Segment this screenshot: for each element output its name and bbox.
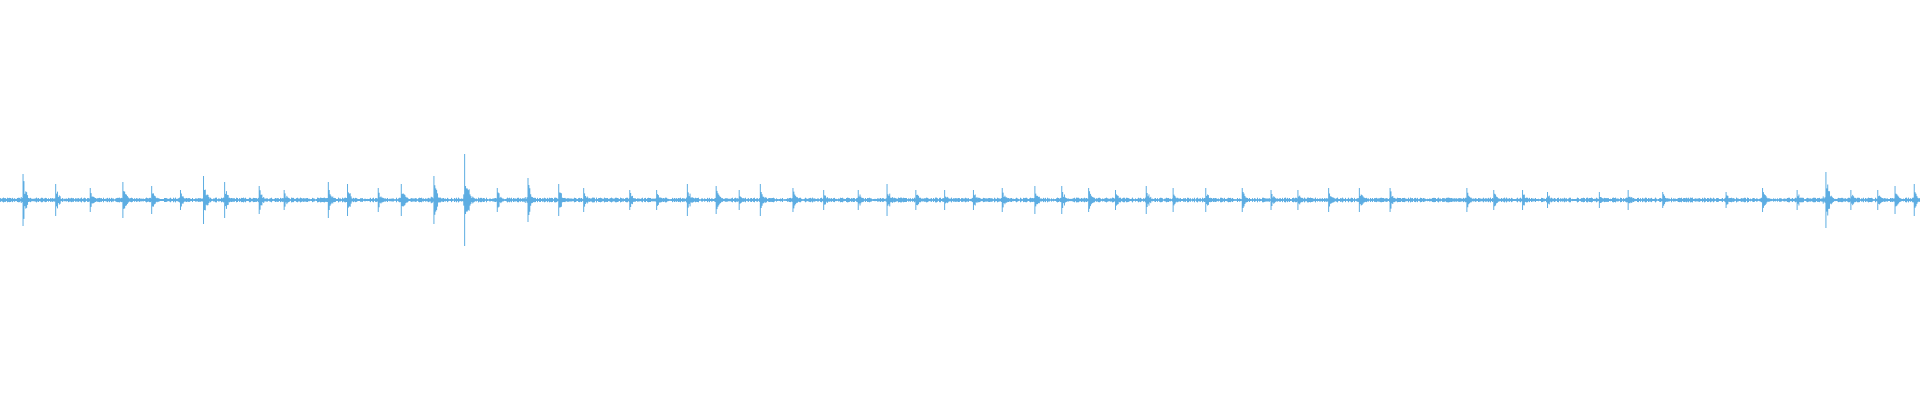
waveform-path	[0, 154, 1920, 246]
waveform-trace	[0, 154, 1920, 246]
